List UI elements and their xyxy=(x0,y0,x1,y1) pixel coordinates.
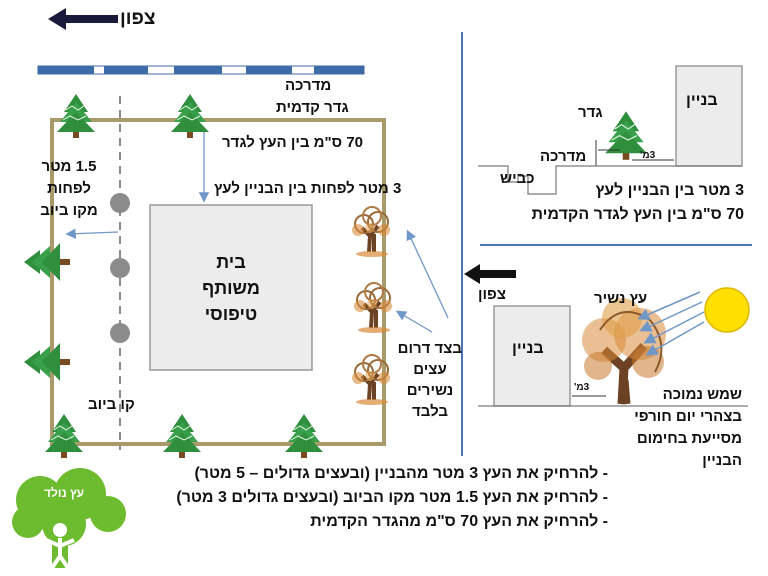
pine-tree-icon xyxy=(24,343,70,381)
north-arrow-icon xyxy=(48,8,118,30)
sewer-distance-line: לפחות xyxy=(47,180,91,197)
building-label: בניין xyxy=(512,340,544,357)
road-label: כביש xyxy=(500,170,535,187)
north-label: צפון xyxy=(120,8,156,29)
fence-label: גדר xyxy=(578,104,603,121)
lot-fence xyxy=(50,118,386,446)
manhole-3 xyxy=(110,323,130,343)
top-right-distance-2: 70 ס"מ בין העץ לגדר הקדמית xyxy=(531,206,744,223)
tree-person-logo xyxy=(12,468,126,570)
deciduous-label: עץ נשיר xyxy=(594,290,648,307)
sun-explanation-line: שמש נמוכה xyxy=(662,386,742,403)
south-side-line: בצד דרום xyxy=(397,340,462,357)
building-sun-view xyxy=(493,305,571,407)
sidewalk-bar xyxy=(37,65,365,75)
sun-explanation-line: בצהרי יום חורפי xyxy=(634,408,742,425)
planting-rules: - להרחיק את העץ 3 מטר מהבניין (ובעצים גד… xyxy=(150,462,608,534)
logo-text: עץ נולד xyxy=(44,486,85,500)
rule-item: - להרחיק את העץ 3 מטר מהבניין (ובעצים גד… xyxy=(194,465,608,482)
south-arrow-2 xyxy=(395,310,433,333)
sewer-distance-line: מקו ביוב xyxy=(40,202,98,219)
pine-tree-icon xyxy=(284,413,324,459)
building-label: בניין xyxy=(686,92,718,109)
tree-fence-distance-label: 70 ס"מ בין העץ לגדר xyxy=(222,134,363,151)
sun-icon xyxy=(704,287,750,333)
south-side-line: עצים xyxy=(413,361,447,378)
pine-tree-icon xyxy=(56,93,96,139)
building-tree-distance-label: 3 מטר לפחות בין הבניין לעץ xyxy=(214,180,402,197)
sewer-distance-label: 1.5 מטר לפחות מקו ביוב xyxy=(36,156,102,222)
south-side-line: נשירים xyxy=(406,382,454,399)
apartment-building xyxy=(149,204,313,371)
manhole-2 xyxy=(110,258,130,278)
dimension-label: 3מ' xyxy=(640,150,656,161)
building-side-view xyxy=(675,65,743,167)
south-side-line: בלבד xyxy=(412,403,448,420)
south-side-label: בצד דרום עצים נשירים בלבד xyxy=(398,338,462,422)
pine-tree-icon xyxy=(170,93,210,139)
building-label-line: טיפוסי xyxy=(204,303,258,324)
autumn-tree-icon xyxy=(352,281,394,335)
sewer-line-label: קו ביוב xyxy=(88,396,135,413)
rule-item: - להרחיק את העץ 70 ס"מ מהגדר הקדמית xyxy=(310,513,608,530)
sun-rays xyxy=(637,291,705,356)
building-label-line: משותף xyxy=(202,277,260,298)
north-label: צפון xyxy=(478,286,506,303)
pine-tree-icon xyxy=(162,413,202,459)
building-label-line: בית xyxy=(216,251,246,272)
top-right-distance-1: 3 מטר בין הבניין לעץ xyxy=(595,182,744,199)
north-arrow-icon xyxy=(464,264,516,284)
sidewalk-label: מדרכה xyxy=(540,148,587,165)
sidewalk-label: מדרכה xyxy=(285,77,332,94)
sun-explanation: שמש נמוכה בצהרי יום חורפי מסייעת בחימום … xyxy=(634,384,742,472)
building-label: בית משותף טיפוסי xyxy=(150,205,312,370)
sun-explanation-line: מסייעת בחימום xyxy=(636,430,742,447)
sewer-distance-arrow xyxy=(65,228,119,239)
front-fence-label: גדר קדמית xyxy=(276,99,349,116)
manhole-1 xyxy=(110,193,130,213)
sun-explanation-line: הבניין xyxy=(702,452,742,469)
sewer-distance-line: 1.5 מטר xyxy=(41,158,97,175)
south-arrow-1 xyxy=(406,229,449,319)
pine-tree-icon xyxy=(24,243,70,281)
ground-profile xyxy=(478,165,742,195)
dimension-label: 3מ' xyxy=(574,382,590,393)
rule-item: - להרחיק את העץ 1.5 מטר מקו הביוב (ובעצי… xyxy=(176,489,608,506)
